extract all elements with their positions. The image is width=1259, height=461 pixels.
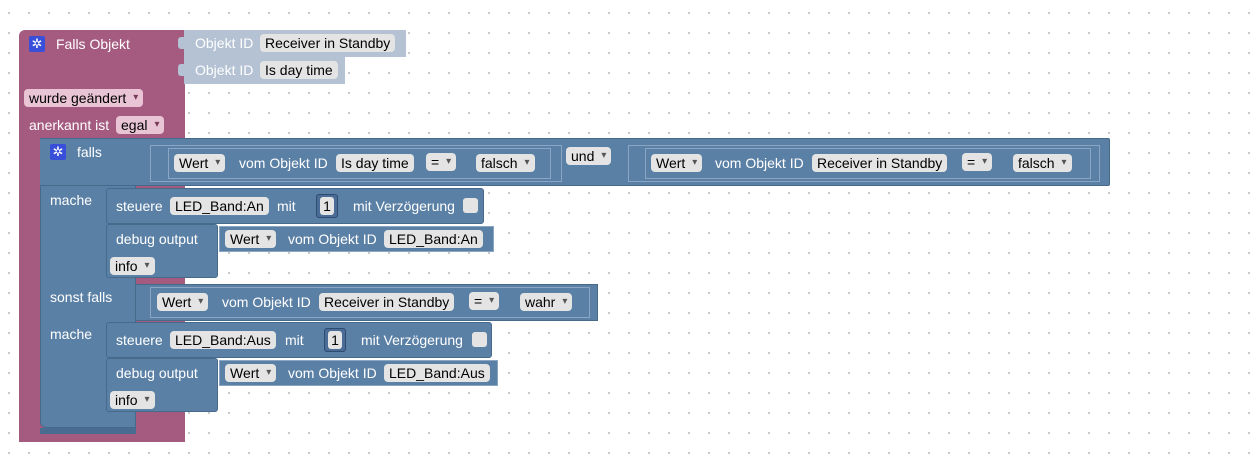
object-id-block-2[interactable]: Objekt ID Is day time <box>178 57 345 84</box>
object-id-field[interactable]: Receiver in Standby <box>319 293 455 311</box>
object-id-field[interactable]: Receiver in Standby <box>260 34 396 52</box>
object-id-field[interactable]: LED_Band:An <box>384 230 483 248</box>
control-label: steuere <box>116 332 163 348</box>
compare-dropdown[interactable]: wahr <box>520 293 573 311</box>
do-label: mache <box>50 192 93 208</box>
object-id-field[interactable]: Is day time <box>336 154 414 172</box>
of-object-label: vom Objekt ID <box>715 155 804 171</box>
elseif-label: sonst falls <box>50 289 113 305</box>
operator-dropdown[interactable]: = <box>426 153 457 171</box>
ack-dropdown[interactable]: egal <box>116 116 165 134</box>
value-number[interactable]: 1 <box>328 331 342 349</box>
of-object-label: vom Objekt ID <box>222 294 311 310</box>
delay-checkbox[interactable] <box>472 332 487 347</box>
delay-checkbox[interactable] <box>463 198 478 213</box>
level-dropdown[interactable]: info <box>110 391 155 409</box>
debug-label: debug output <box>116 365 198 381</box>
if-label: falls <box>77 144 102 160</box>
with-label: mit <box>277 198 296 214</box>
target-field[interactable]: LED_Band:An <box>170 197 269 215</box>
of-object-label: vom Objekt ID <box>288 365 377 381</box>
value-dropdown[interactable]: Wert <box>225 364 277 382</box>
value-number-block[interactable]: 1 <box>324 328 346 352</box>
value-number[interactable]: 1 <box>320 197 334 215</box>
compare-dropdown[interactable]: falsch <box>1013 154 1072 172</box>
of-object-label: vom Objekt ID <box>288 231 377 247</box>
target-field[interactable]: LED_Band:Aus <box>170 331 276 349</box>
value-dropdown[interactable]: Wert <box>174 154 226 172</box>
level-dropdown[interactable]: info <box>110 257 155 275</box>
delay-label: mit Verzögerung <box>361 332 463 348</box>
ack-label: anerkannt ist <box>29 117 110 133</box>
changed-dropdown[interactable]: wurde geändert <box>24 89 144 107</box>
do-label: mache <box>50 326 93 342</box>
delay-label: mit Verzögerung <box>353 198 455 214</box>
value-dropdown[interactable]: Wert <box>225 230 277 248</box>
compare-dropdown[interactable]: falsch <box>476 154 535 172</box>
if-block-notch <box>40 428 136 434</box>
trigger-title: Falls Objekt <box>56 36 130 52</box>
of-object-label: vom Objekt ID <box>239 155 328 171</box>
value-dropdown[interactable]: Wert <box>157 293 209 311</box>
value-number-block[interactable]: 1 <box>316 194 338 218</box>
settings-gear-icon[interactable]: ✲ <box>50 144 66 160</box>
trigger-block-bottom <box>19 432 185 442</box>
control-block-1[interactable] <box>106 188 484 224</box>
value-dropdown[interactable]: Wert <box>651 154 703 172</box>
control-label: steuere <box>116 198 163 214</box>
object-id-field[interactable]: LED_Band:Aus <box>384 364 490 382</box>
object-id-field[interactable]: Receiver in Standby <box>812 154 948 172</box>
settings-gear-icon[interactable]: ✲ <box>29 36 45 52</box>
object-id-label: Objekt ID <box>195 62 254 78</box>
object-id-field[interactable]: Is day time <box>260 61 338 79</box>
debug-label: debug output <box>116 231 198 247</box>
operator-dropdown[interactable]: = <box>469 292 500 310</box>
operator-dropdown[interactable]: = <box>962 153 993 171</box>
object-id-label: Objekt ID <box>195 35 254 51</box>
debug-block-1[interactable] <box>106 224 218 278</box>
and-dropdown[interactable]: und <box>566 147 612 165</box>
with-label: mit <box>285 332 304 348</box>
object-id-block-1[interactable]: Objekt ID Receiver in Standby <box>178 30 406 57</box>
